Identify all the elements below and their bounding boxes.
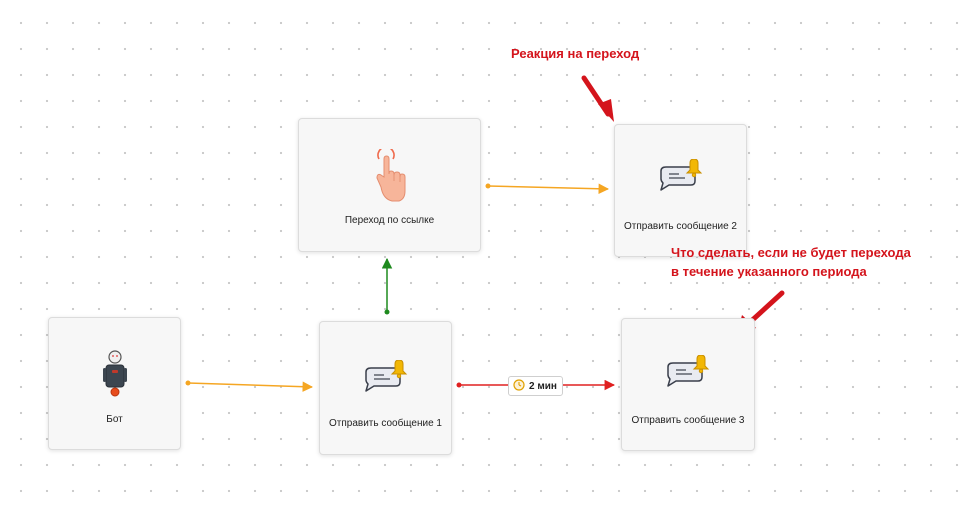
edge-link-click-to-message-2[interactable] bbox=[485, 183, 610, 195]
annotation-reaction: Реакция на переход bbox=[511, 44, 639, 63]
node-label: Бот bbox=[106, 414, 123, 425]
edge-bot-to-message-1[interactable] bbox=[185, 380, 314, 392]
annotation-no-transition: Что сделать, если не будет перехода в те… bbox=[671, 243, 911, 281]
tap-finger-icon bbox=[372, 146, 408, 210]
node-send-message-3[interactable]: Отправить сообщение 3 bbox=[621, 318, 755, 451]
node-link-click[interactable]: Переход по ссылке bbox=[298, 118, 481, 252]
node-label: Переход по ссылке bbox=[344, 215, 435, 226]
delay-label: 2 мин bbox=[529, 380, 557, 392]
node-send-message-2[interactable]: Отправить сообщение 2 bbox=[614, 124, 747, 257]
message-bell-icon bbox=[664, 354, 712, 394]
message-bell-icon bbox=[657, 158, 705, 198]
node-label: Отправить сообщение 2 bbox=[623, 221, 737, 232]
clock-icon bbox=[513, 378, 525, 394]
annotation-arrow-reaction bbox=[581, 75, 614, 122]
robot-icon bbox=[100, 350, 130, 403]
annotation-text: Реакция на переход bbox=[511, 46, 640, 61]
delay-badge[interactable]: 2 мин bbox=[508, 376, 563, 396]
node-send-message-1[interactable]: Отправить сообщение 1 bbox=[319, 321, 452, 455]
message-bell-icon bbox=[362, 359, 410, 399]
node-label: Отправить сообщение 3 bbox=[631, 415, 745, 426]
annotation-text-line-1: Что сделать, если не будет перехода bbox=[671, 245, 911, 260]
node-bot[interactable]: Бот bbox=[48, 317, 181, 450]
edge-message-1-to-link-click[interactable] bbox=[381, 257, 393, 315]
annotation-text-line-2: в течение указанного периода bbox=[671, 264, 867, 279]
node-label: Отправить сообщение 1 bbox=[328, 418, 442, 429]
